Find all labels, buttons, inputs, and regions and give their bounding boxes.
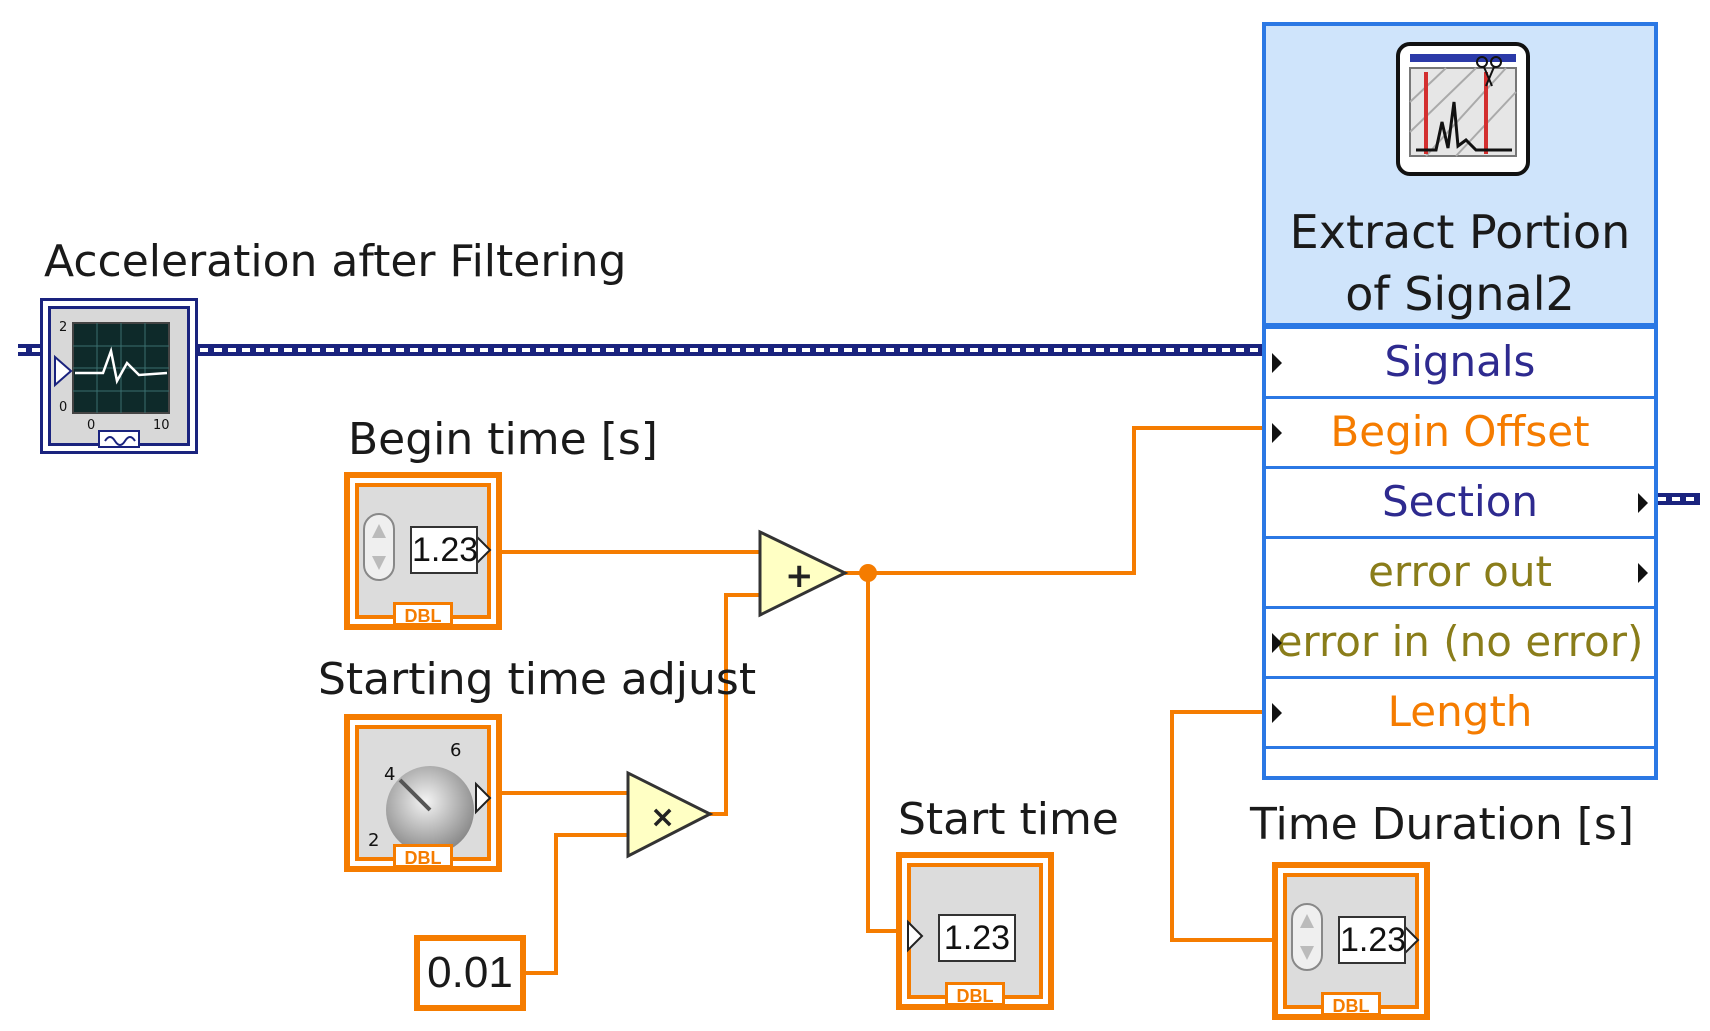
indicator-arrow-icon [907,919,924,953]
wire-to-start-time [866,573,904,933]
starting-time-adjust-knob[interactable]: 2 4 6 DBL [344,714,502,872]
dbl-tag: DBL [393,844,453,868]
dbl-tag: DBL [1321,992,1381,1016]
input-arrow-icon [1272,423,1282,443]
svg-text:0: 0 [87,418,95,433]
acceleration-waveform-terminal[interactable]: 2 0 0 10 [40,298,198,454]
add-operator[interactable]: + [758,529,849,618]
numeric-display: 1.23 [1338,916,1406,964]
constant-0-01[interactable]: 0.01 [414,935,526,1011]
terminal-length[interactable]: Length [1266,676,1654,746]
terminal-label: error out [1368,547,1552,596]
terminal-label: error in (no error) [1276,617,1644,666]
dbl-tag: DBL [945,982,1005,1006]
input-arrow-icon [1272,353,1282,373]
extract-portion-subvi[interactable]: Extract Portion of Signal2 Signals Begin… [1262,22,1658,780]
input-arrow-icon [1272,703,1282,723]
svg-text:0: 0 [59,400,67,415]
svg-text:6: 6 [450,740,461,761]
terminal-label: Begin Offset [1330,407,1590,456]
spinner-icon [363,513,492,581]
terminal-error-out[interactable]: error out [1266,536,1654,606]
knob-icon: 2 4 6 [368,740,492,854]
time-duration-label: Time Duration [s] [1250,799,1635,850]
graph-icon: 2 0 0 10 [54,320,170,448]
terminal-signals[interactable]: Signals [1266,326,1654,396]
wire-junction-dot [859,564,877,582]
add-symbol: + [785,556,814,596]
output-arrow-icon [1638,563,1648,583]
input-arrow-icon [1272,633,1282,653]
numeric-display: 1.23 [410,526,478,574]
wire-add-to-begin-offset [845,426,1262,575]
terminal-label: Section [1381,477,1539,526]
wire-multiply-to-add [710,593,760,816]
acceleration-label: Acceleration after Filtering [44,236,627,287]
terminal-label: Length [1387,687,1533,736]
numeric-display: 1.23 [938,914,1016,962]
subvi-header: Extract Portion of Signal2 [1266,26,1654,326]
wire-length-to-duration [1170,710,1272,942]
svg-text:2: 2 [368,830,379,851]
numeric-wires[interactable] [490,426,1272,975]
starting-time-adjust-label: Starting time adjust [318,654,757,705]
scissors-signal-icon [1396,42,1530,176]
dbl-tag: DBL [393,602,453,626]
multiply-operator[interactable]: × [626,770,714,859]
svg-text:4: 4 [384,764,395,785]
subvi-title: Extract Portion of Signal2 [1289,205,1631,321]
spinner-icon [1291,903,1420,971]
time-duration-control[interactable]: 1.23 DBL [1272,862,1430,1020]
wire-const-to-multiply [526,833,628,975]
terminal-label: Signals [1384,337,1536,386]
multiply-symbol: × [650,800,675,835]
waveform-wire[interactable] [18,344,1700,505]
terminal-empty-row [1266,746,1654,780]
terminal-error-in[interactable]: error in (no error) [1266,606,1654,676]
start-time-label: Start time [898,794,1119,845]
terminal-section[interactable]: Section [1266,466,1654,536]
svg-text:10: 10 [153,418,170,433]
start-time-indicator[interactable]: 1.23 DBL [896,852,1054,1010]
begin-time-label: Begin time [s] [348,414,658,465]
begin-time-control[interactable]: 1.23 DBL [344,472,502,630]
svg-text:2: 2 [59,320,67,335]
output-arrow-icon [1638,493,1648,513]
terminal-begin-offset[interactable]: Begin Offset [1266,396,1654,466]
